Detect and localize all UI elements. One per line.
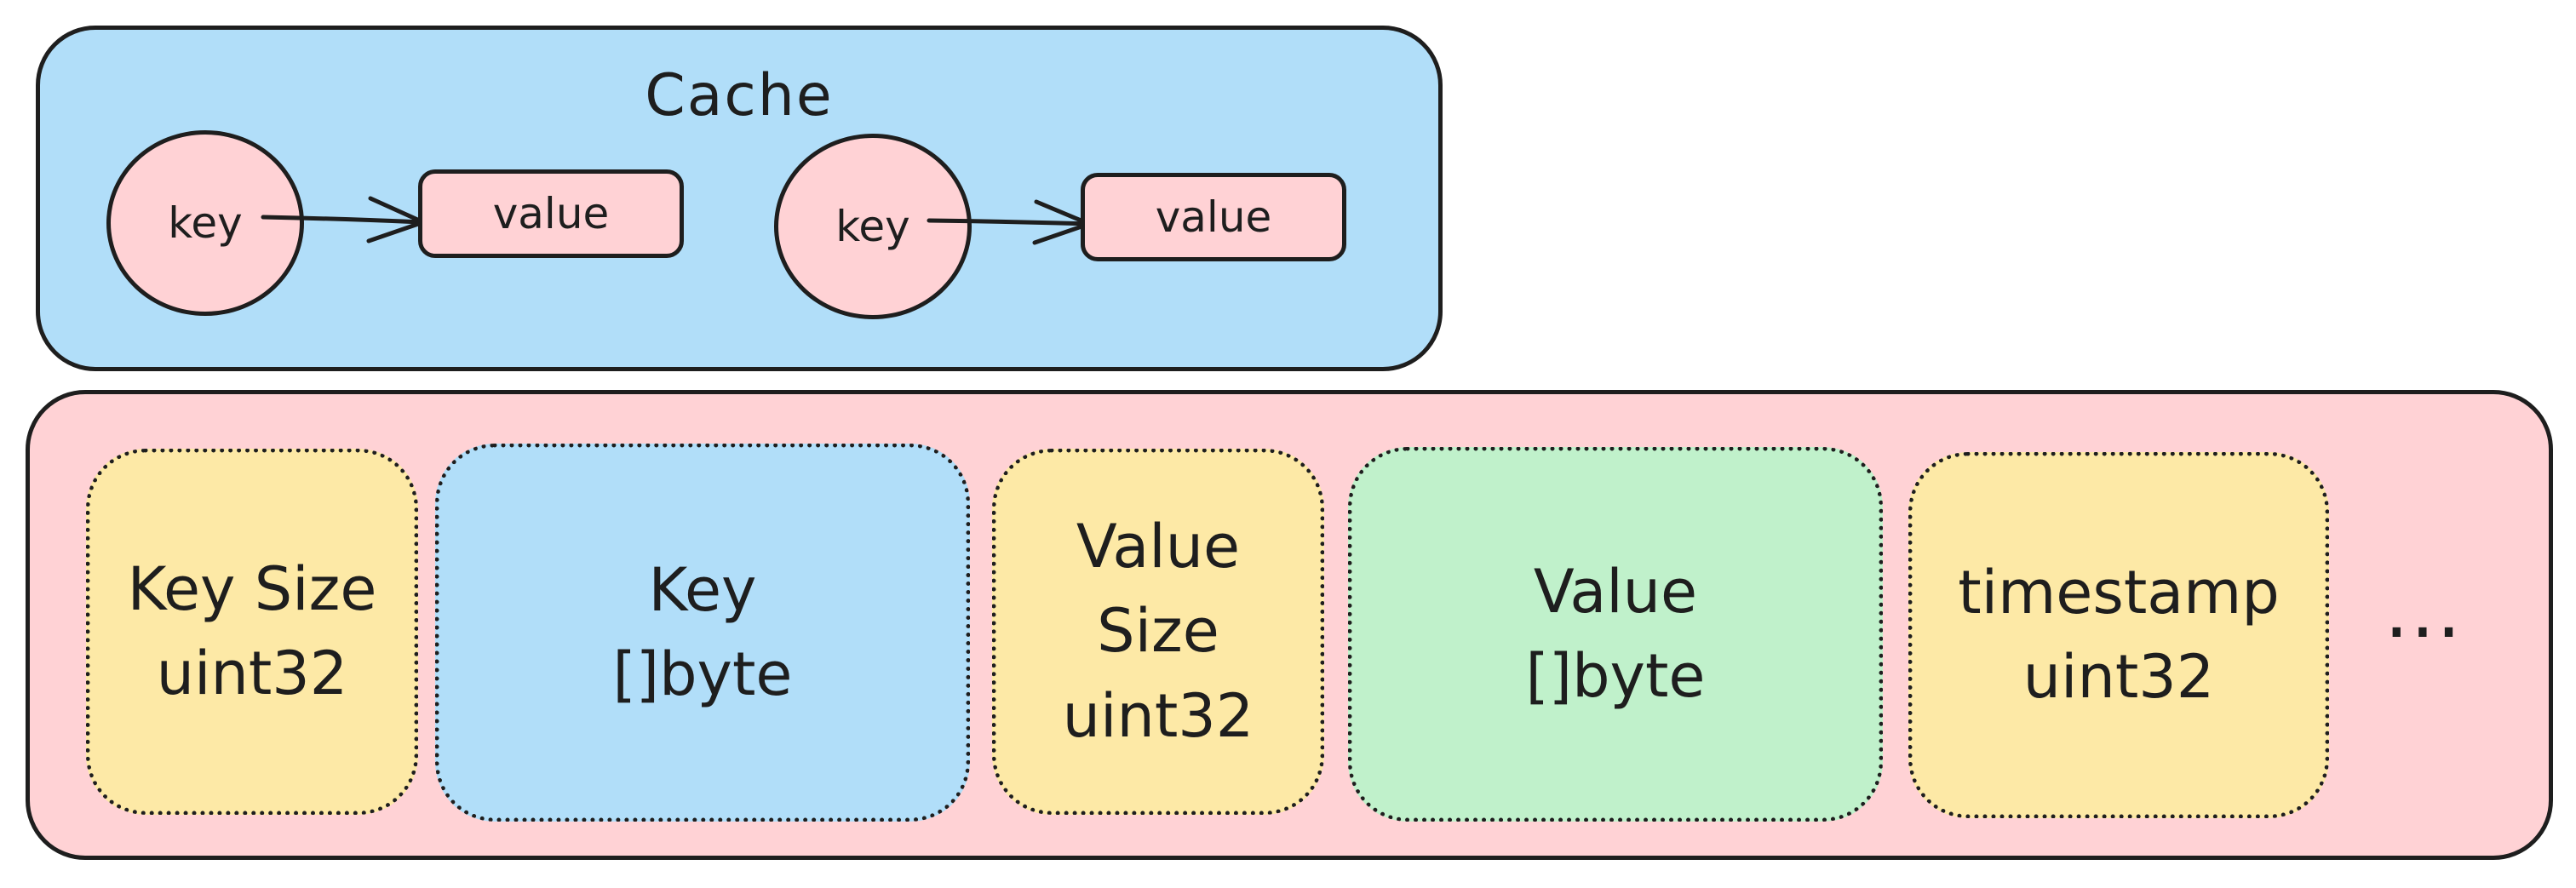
more-fields-ellipsis: ... <box>2384 566 2463 656</box>
cache-value-node: value <box>1081 173 1346 261</box>
field-label: Key <box>648 554 757 625</box>
field-value: Value []byte <box>1348 447 1883 822</box>
field-type: []byte <box>1525 641 1706 711</box>
field-value-size: Value Size uint32 <box>992 449 1324 815</box>
field-label: timestamp <box>1958 557 2280 627</box>
field-type: []byte <box>612 639 793 709</box>
cache-title: Cache <box>645 62 834 129</box>
field-label: Key Size <box>127 553 377 624</box>
field-label: Value <box>1076 511 1241 581</box>
arrow-key-to-value <box>261 196 426 243</box>
cache-value-label: value <box>1155 192 1272 242</box>
cache-key-node: key <box>774 134 972 319</box>
cache-value-node: value <box>418 169 684 258</box>
cache-panel: Cache key value key value <box>36 26 1443 371</box>
cache-key-node: key <box>106 130 304 316</box>
record-layout-panel: Key Size uint32 Key []byte Value Size ui… <box>26 390 2553 860</box>
field-key: Key []byte <box>435 444 970 822</box>
cache-key-label: key <box>168 198 243 248</box>
field-label: Size <box>1097 596 1219 667</box>
field-type: uint32 <box>156 639 348 708</box>
field-key-size: Key Size uint32 <box>86 449 418 815</box>
cache-value-label: value <box>492 189 610 238</box>
field-label: Value <box>1533 556 1698 627</box>
field-type: uint32 <box>2022 642 2215 712</box>
field-timestamp: timestamp uint32 <box>1908 452 2329 818</box>
arrow-key-to-value <box>927 199 1092 245</box>
cache-key-label: key <box>835 202 910 251</box>
field-type: uint32 <box>1062 680 1254 751</box>
